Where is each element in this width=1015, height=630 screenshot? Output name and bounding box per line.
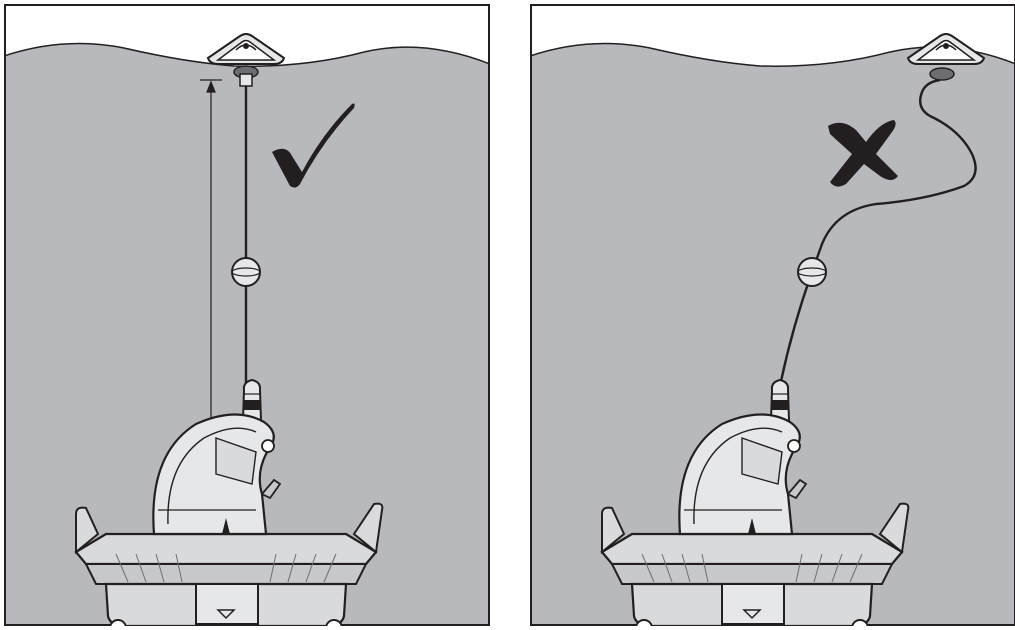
floating-swivel-icon [207,33,285,65]
slack-cable [768,78,977,445]
cross-mark-icon [828,120,898,187]
cable-float-icon [231,257,261,287]
cable-float-icon [797,257,827,287]
incorrect-installation-panel [530,4,1015,626]
swivel-base [929,67,955,81]
check-mark-icon [272,103,355,188]
correct-installation-panel [4,4,490,626]
correct-installation-illustration [4,4,490,626]
incorrect-installation-illustration [530,4,1015,626]
floating-swivel-icon [907,33,985,65]
swivel-base [233,65,259,87]
